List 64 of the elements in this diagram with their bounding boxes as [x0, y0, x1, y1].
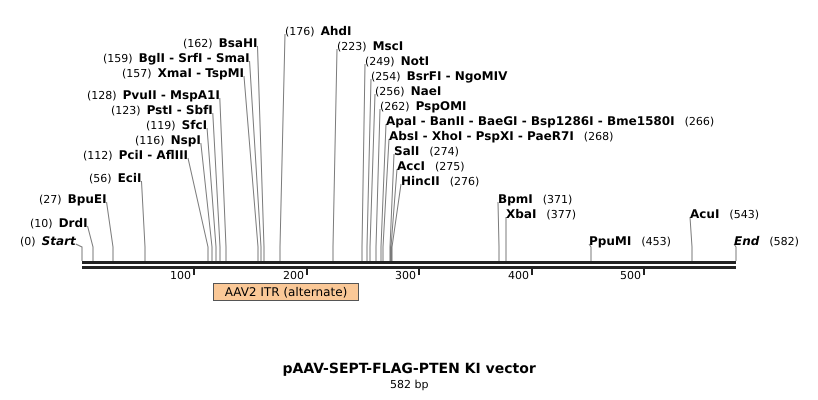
- site-label: (112) PciI - AflIII: [83, 147, 188, 161]
- leader-line: [140, 180, 146, 262]
- site-label: SalI (274): [394, 143, 459, 157]
- leader-line: [390, 168, 398, 262]
- leader-line: [206, 128, 216, 262]
- site-label: (159) BglI - SrfI - SmaI: [103, 50, 250, 64]
- site-label: (176) AhdI: [285, 23, 352, 37]
- leader-line: [219, 98, 226, 262]
- site-label: (157) XmaI - TspMI: [122, 65, 244, 79]
- site-label: (119) SfcI: [146, 117, 208, 131]
- site-label: AbsI - XhoI - PspXI - PaeR7I (268): [389, 128, 614, 142]
- tick-label: 500: [620, 270, 641, 282]
- leader-line: [498, 202, 500, 262]
- leader-line: [390, 154, 394, 262]
- site-label: (262) PspOMI: [380, 98, 467, 112]
- leader-line: [370, 94, 376, 262]
- leader-line: [75, 244, 82, 262]
- site-label: (0) Start: [20, 233, 76, 247]
- site-label: (256) NaeI: [375, 83, 442, 97]
- leader-line: [188, 158, 208, 262]
- map-title: pAAV-SEPT-FLAG-PTEN KI vector: [282, 361, 536, 378]
- leader-line: [382, 138, 390, 262]
- tick-label: 200: [283, 270, 304, 282]
- site-label: HincII (276): [401, 173, 480, 187]
- site-label: ApaI - BanII - BaeGI - Bsp1286I - Bme1580I (266): [386, 113, 714, 127]
- leader-line: [376, 108, 380, 262]
- leader-line: [249, 60, 262, 262]
- leader-line: [366, 78, 372, 262]
- site-label: (223) MscI: [337, 38, 404, 52]
- leader-line: [280, 34, 286, 262]
- site-label: (27) BpuEI: [39, 191, 107, 205]
- leader-line: [212, 112, 220, 262]
- leader-line: [200, 142, 212, 262]
- site-label: PpuMI (453): [589, 233, 671, 247]
- leader-line: [332, 48, 338, 262]
- leader-line: [392, 184, 402, 262]
- leader-line: [106, 202, 114, 262]
- sequence-length: 582 bp: [390, 378, 428, 391]
- site-label: AccI (275): [397, 158, 465, 172]
- site-label: (162) BsaHI: [183, 35, 258, 49]
- leader-line: [734, 244, 736, 262]
- dna-backbone: [82, 261, 736, 269]
- tick-label: 100: [170, 270, 191, 282]
- tick-label: 400: [508, 270, 529, 282]
- site-label: (254) BsrFI - NgoMIV: [371, 68, 508, 82]
- site-label: (116) NspI: [135, 132, 201, 146]
- site-label: (10) DrdI: [30, 215, 88, 229]
- site-label: XbaI (377): [506, 206, 576, 220]
- leader-line: [380, 124, 386, 262]
- site-label: End (582): [734, 233, 799, 247]
- leader-line: [362, 64, 366, 262]
- leader-line: [87, 226, 94, 262]
- leader-line: [257, 46, 264, 262]
- tick-label: 300: [395, 270, 416, 282]
- feature-box: AAV2 ITR (alternate): [213, 283, 359, 301]
- site-label: (56) EciI: [89, 170, 142, 184]
- leader-line: [243, 76, 258, 262]
- site-label: AcuI (543): [690, 206, 760, 220]
- leader-line: [588, 244, 592, 262]
- site-label: (249) NotI: [365, 53, 430, 67]
- site-label: BpmI (371): [498, 191, 572, 205]
- leader-line: [690, 216, 692, 262]
- site-label: (128) PvuII - MspA1I: [87, 87, 220, 101]
- site-label: (123) PstI - SbfI: [111, 102, 213, 116]
